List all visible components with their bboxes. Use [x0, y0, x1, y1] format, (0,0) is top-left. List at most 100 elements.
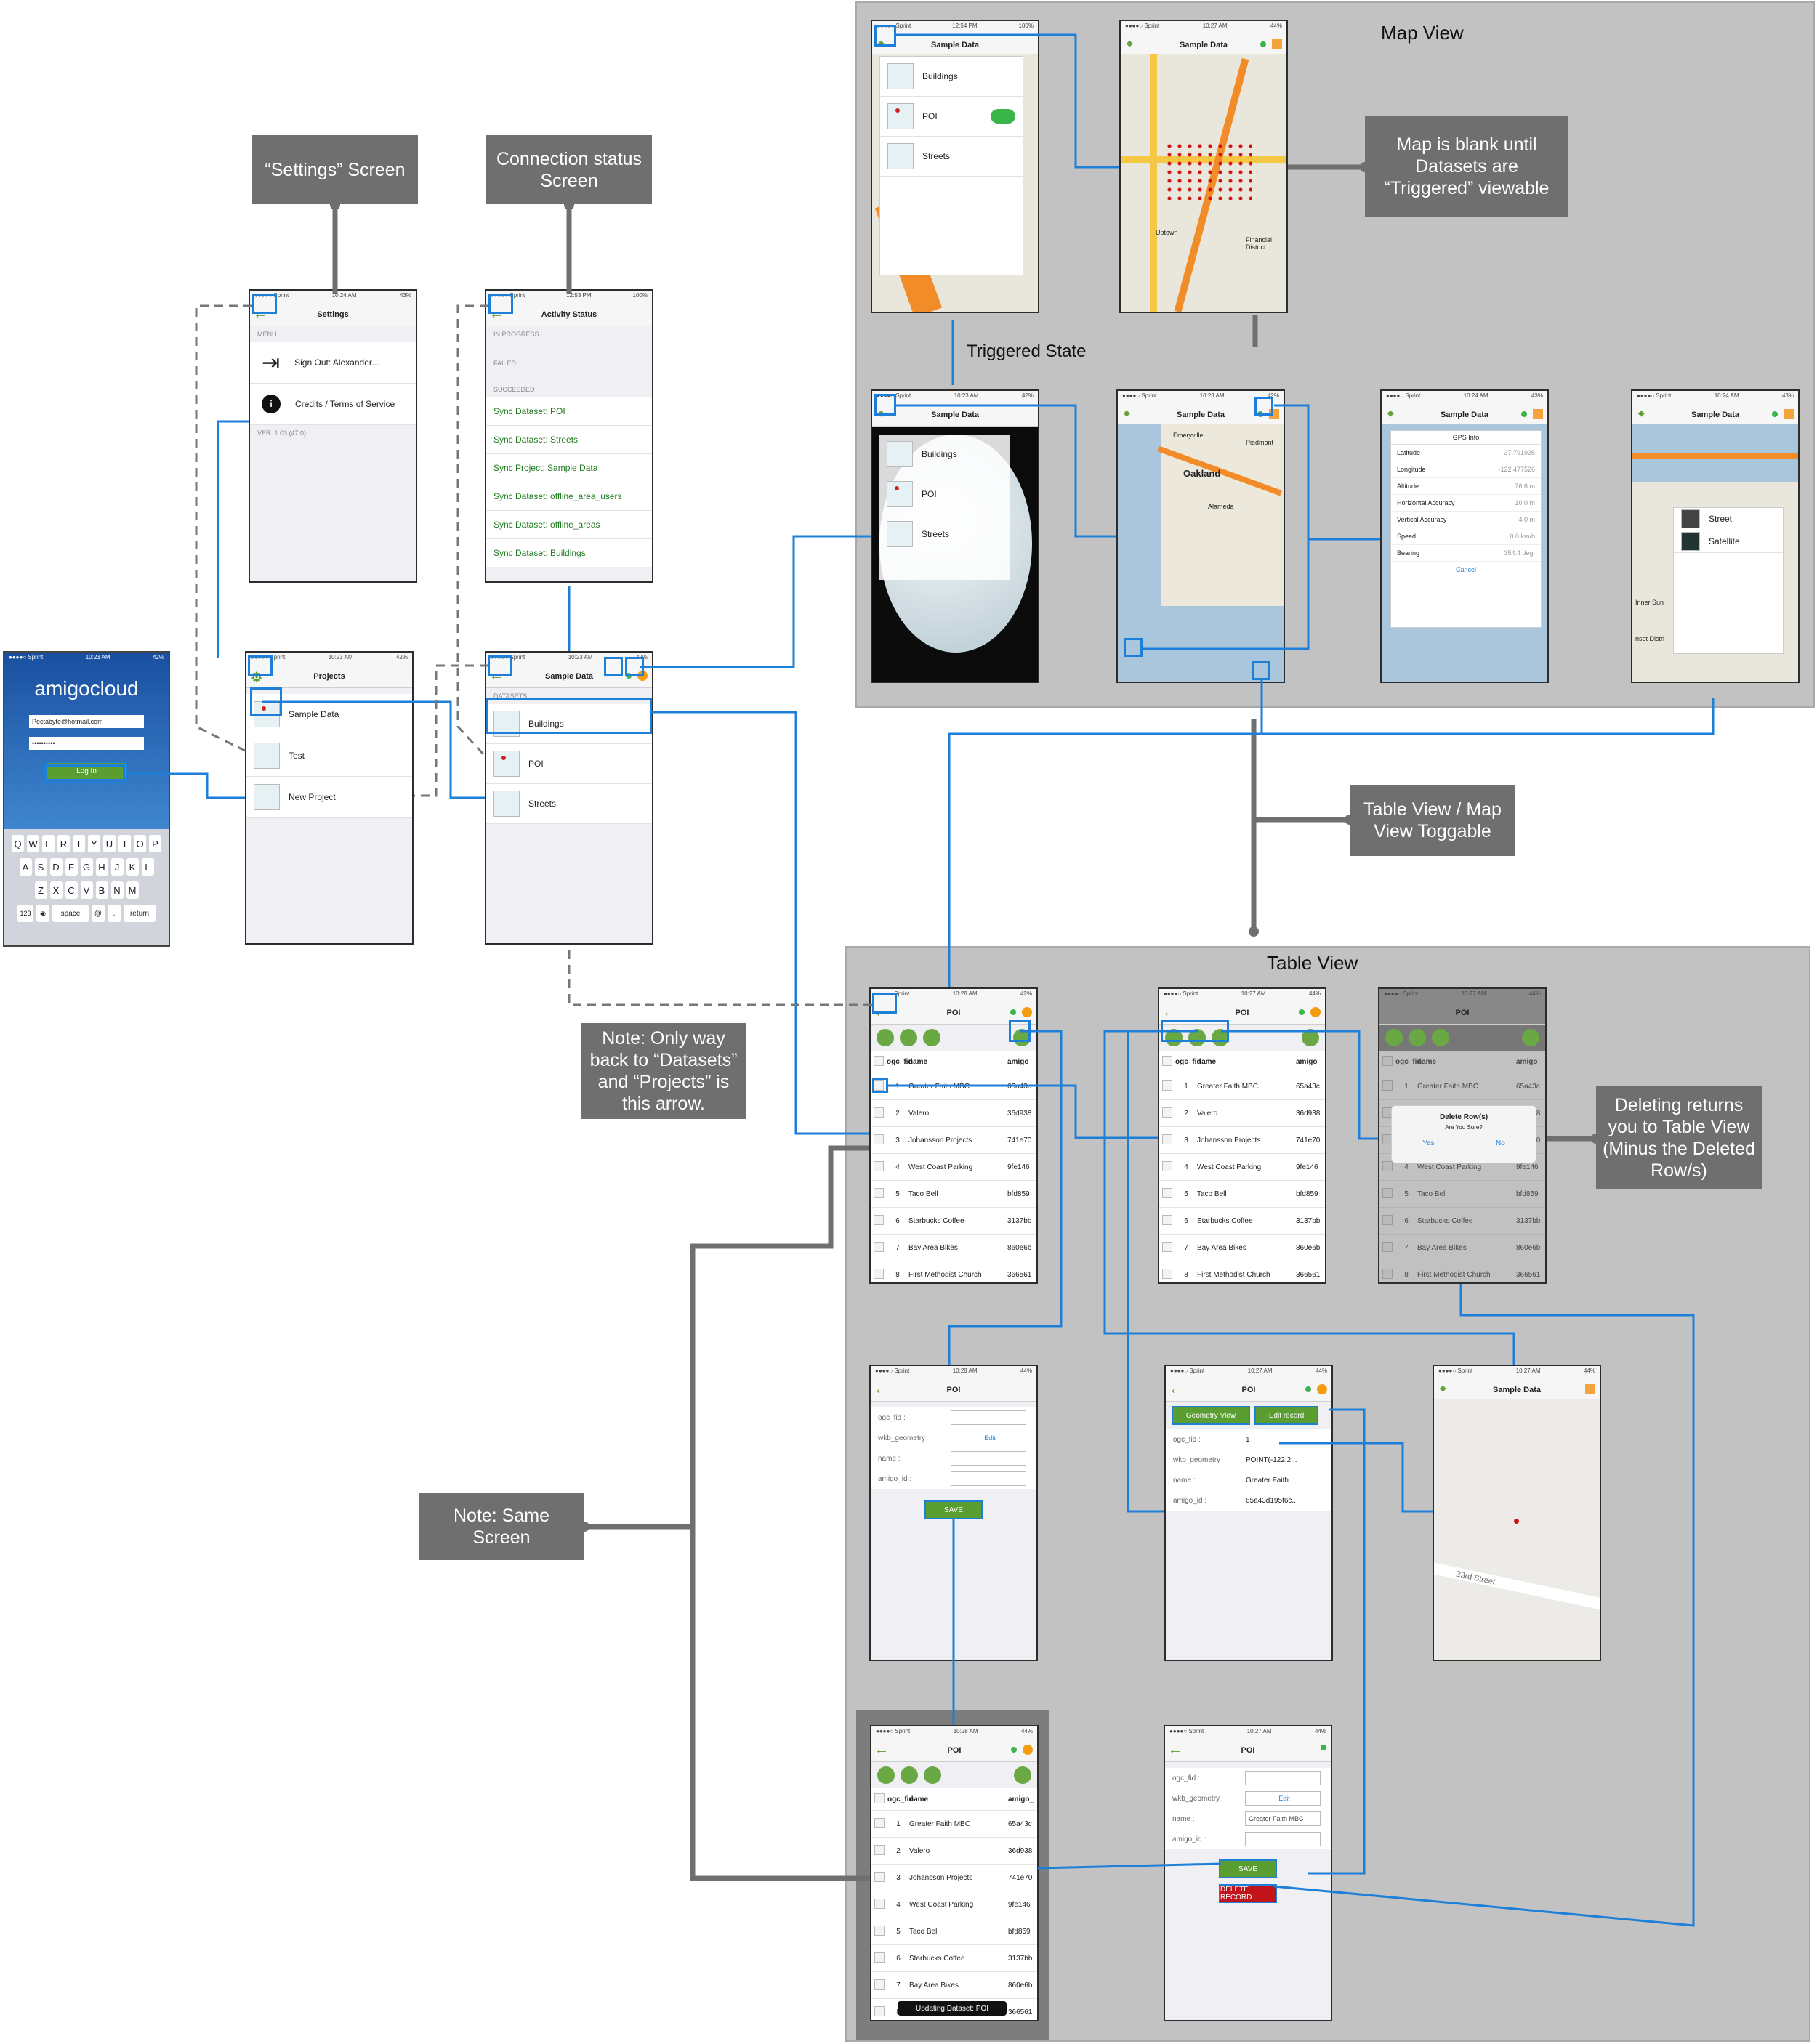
key-q[interactable]: Q — [12, 835, 24, 852]
row-checkbox[interactable] — [874, 1160, 884, 1171]
row-checkbox[interactable] — [1382, 1268, 1393, 1279]
back-arrow-icon[interactable]: ← — [1382, 1004, 1397, 1020]
delete-no-button[interactable]: No — [1495, 1139, 1505, 1147]
project-item-new-project[interactable]: New Project — [246, 777, 412, 818]
layers-icon[interactable]: ◈ — [878, 39, 885, 48]
row-checkbox[interactable] — [874, 1844, 885, 1855]
geometry-view-button[interactable]: Geometry View — [1172, 1406, 1250, 1425]
map-canvas[interactable]: Uptown Financial District — [1121, 54, 1286, 312]
key-c[interactable]: C — [65, 881, 78, 899]
row-checkbox[interactable] — [874, 1268, 884, 1279]
globe-icon[interactable] — [637, 671, 648, 681]
key-t[interactable]: T — [73, 835, 85, 852]
back-arrow-icon[interactable]: ← — [1168, 1742, 1183, 1758]
map-canvas[interactable]: 23rd Street — [1434, 1399, 1600, 1660]
key-v[interactable]: V — [80, 881, 93, 899]
row-checkbox[interactable] — [1162, 1187, 1172, 1198]
layer-item-poi[interactable]: POI — [880, 97, 1023, 137]
table-view-icon[interactable] — [1533, 409, 1543, 419]
delete-record-button[interactable]: DELETE RECORD — [1219, 1884, 1277, 1903]
connection-status-icon[interactable] — [1321, 1745, 1326, 1750]
row-checkbox[interactable] — [874, 1187, 884, 1198]
row-checkbox[interactable] — [874, 1898, 885, 1909]
globe-icon[interactable] — [1023, 1745, 1033, 1755]
key-dot[interactable]: . — [108, 905, 121, 922]
edit-geometry-button[interactable]: Edit — [1245, 1791, 1321, 1806]
toggle-on-icon[interactable] — [991, 109, 1015, 124]
row-checkbox[interactable] — [874, 1871, 885, 1882]
password-field[interactable]: •••••••••• — [29, 737, 144, 750]
row-checkbox[interactable] — [874, 1134, 884, 1144]
key-a[interactable]: A — [19, 858, 32, 876]
ogc-fid-input[interactable] — [951, 1410, 1026, 1425]
key-g[interactable]: G — [80, 858, 93, 876]
key-z[interactable]: Z — [34, 881, 47, 899]
key-u[interactable]: U — [103, 835, 116, 852]
trash-icon[interactable] — [924, 1766, 941, 1784]
connection-status-icon[interactable] — [1772, 411, 1778, 417]
back-arrow-icon[interactable]: ← — [874, 1742, 889, 1758]
delete-yes-button[interactable]: Yes — [1422, 1139, 1435, 1147]
edit-record-button[interactable]: Edit record — [1254, 1406, 1318, 1425]
key-x[interactable]: X — [49, 881, 63, 899]
name-input[interactable] — [951, 1451, 1026, 1466]
amigo-id-input[interactable] — [951, 1471, 1026, 1486]
table-view-icon[interactable] — [1585, 1384, 1595, 1394]
name-input[interactable]: Greater Faith MBC — [1245, 1811, 1321, 1826]
ogc-fid-input[interactable] — [1245, 1771, 1321, 1785]
save-button[interactable]: SAVE — [1219, 1859, 1277, 1878]
key-return[interactable]: return — [124, 905, 156, 922]
back-arrow-icon[interactable]: ← — [489, 306, 504, 322]
key-h[interactable]: H — [95, 858, 108, 876]
key-s[interactable]: S — [34, 858, 47, 876]
connection-status-icon[interactable] — [626, 673, 632, 679]
basemap-satellite-option[interactable]: Satellite — [1674, 530, 1783, 553]
layer-item-buildings[interactable]: Buildings — [879, 435, 1010, 474]
row-checkbox[interactable] — [1382, 1214, 1393, 1225]
layers-icon[interactable]: ◈ — [1124, 409, 1130, 418]
row-checkbox[interactable] — [874, 2005, 885, 2016]
row-checkbox[interactable] — [874, 1952, 885, 1963]
gps-cancel-button[interactable]: Cancel — [1455, 566, 1476, 573]
sign-out-item[interactable]: ⇥Sign Out: Alexander... — [250, 342, 416, 384]
geometry-tool-icon[interactable] — [1385, 1029, 1403, 1046]
connection-status-icon[interactable] — [1521, 411, 1527, 417]
row-checkbox[interactable] — [1162, 1268, 1172, 1279]
key-y[interactable]: Y — [88, 835, 100, 852]
row-checkbox[interactable] — [1162, 1160, 1172, 1171]
row-checkbox[interactable] — [874, 1979, 885, 1990]
row-checkbox[interactable] — [874, 1214, 884, 1225]
dataset-item-poi[interactable]: POI — [486, 744, 652, 784]
key-o[interactable]: O — [134, 835, 146, 852]
row-checkbox[interactable] — [874, 1107, 884, 1118]
row-checkbox[interactable] — [1162, 1107, 1172, 1118]
project-item-test[interactable]: Test — [246, 735, 412, 777]
email-field[interactable]: Pectabyte@hotmail.com — [29, 715, 144, 728]
amigo-id-input[interactable] — [1245, 1832, 1321, 1846]
connection-status-icon[interactable] — [1010, 1009, 1016, 1015]
row-checkbox[interactable] — [1382, 1160, 1393, 1171]
key-r[interactable]: R — [57, 835, 70, 852]
key-n[interactable]: N — [110, 881, 124, 899]
layers-icon[interactable]: ◈ — [1638, 409, 1645, 418]
